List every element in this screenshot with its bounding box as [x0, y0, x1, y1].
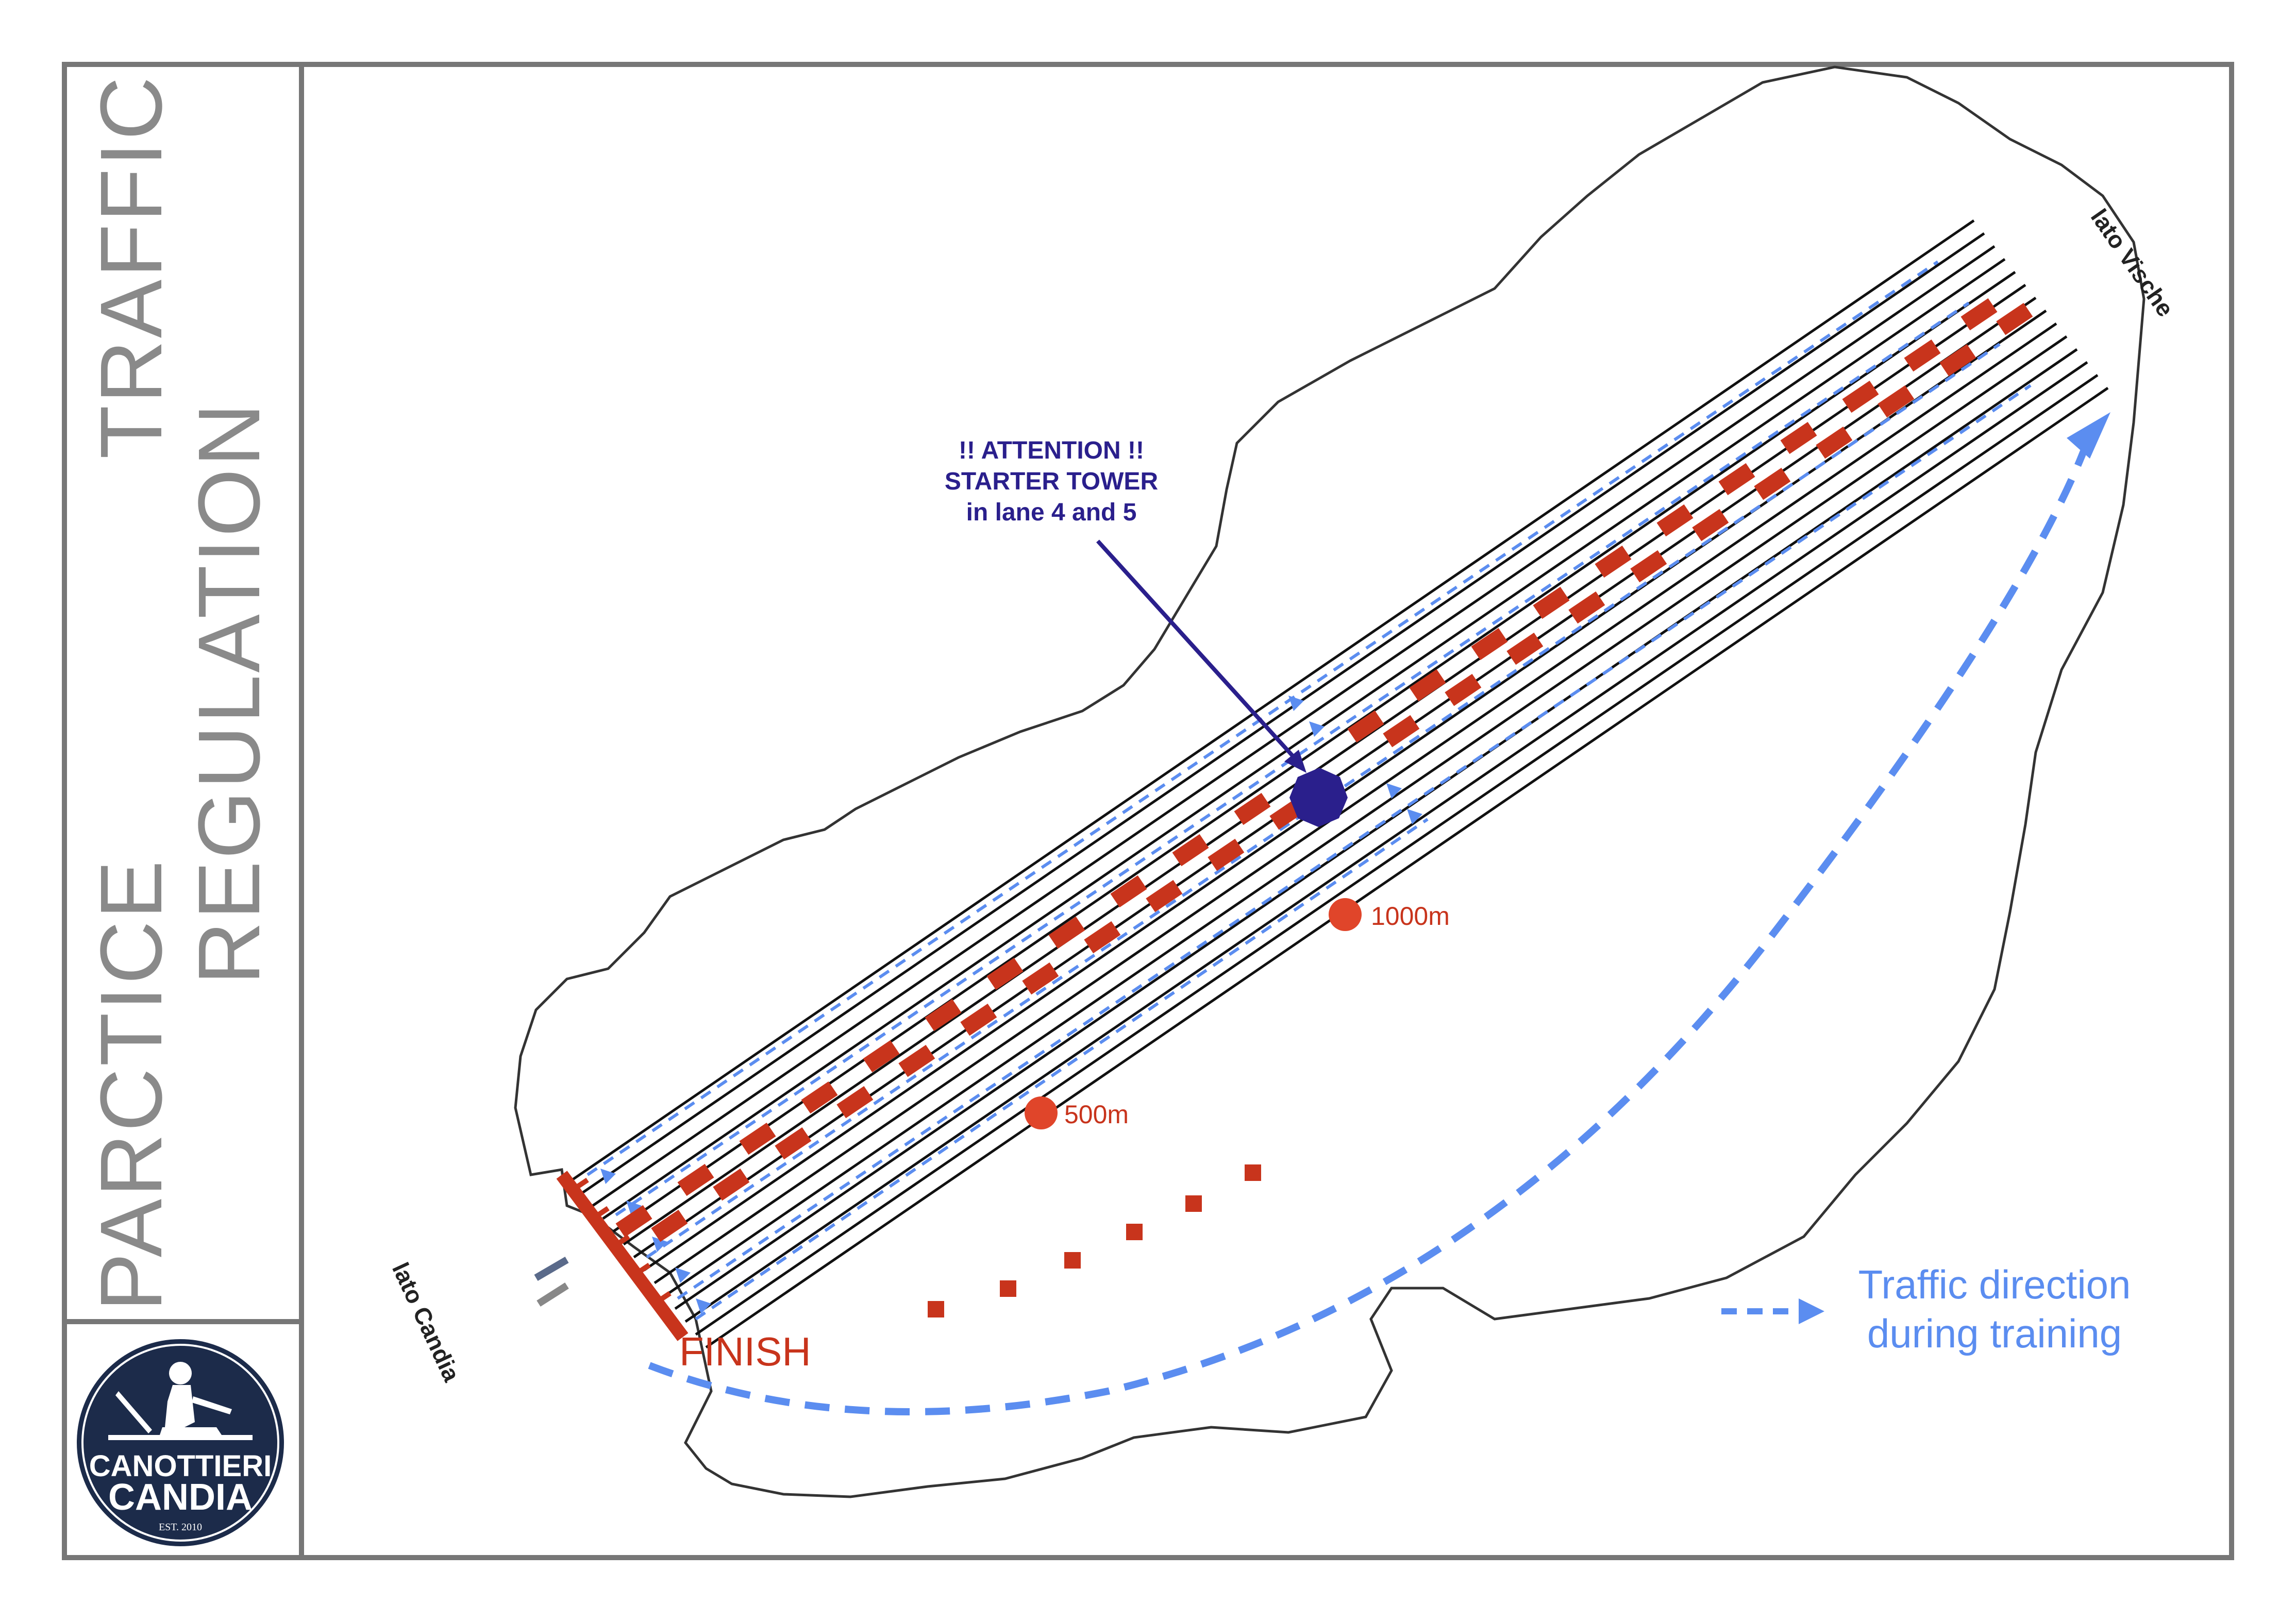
legend-arrowhead-icon	[1799, 1298, 1824, 1324]
return-arrowhead-icon	[2067, 412, 2110, 459]
lane-traffic-lines	[586, 260, 2032, 1321]
title-panel: PARCTICE TRAFFIC REGULATION	[62, 62, 299, 1324]
candia-side-label: lato Candia	[387, 1258, 465, 1386]
lane-buoys	[615, 298, 2033, 1242]
legend-line-2: during training	[1867, 1311, 2122, 1356]
marker-1000-buoy	[1329, 898, 1362, 931]
attention-line-3: in lane 4 and 5	[966, 499, 1137, 526]
legend: Traffic direction during training	[1721, 1262, 2131, 1356]
sidebar: PARCTICE TRAFFIC REGULATION CANOTTIERI C…	[62, 62, 304, 1560]
attention-arrow	[1096, 539, 1300, 764]
logo-name-top: CANOTTIERI	[89, 1449, 272, 1483]
return-path-buoys	[928, 1164, 1261, 1317]
starter-tower-icon	[1289, 768, 1348, 827]
logo-established: EST. 2010	[159, 1522, 202, 1533]
attention-line-2: STARTER TOWER	[945, 468, 1158, 495]
logo-name-bottom: CANDIA	[108, 1477, 253, 1518]
legend-line-1: Traffic direction	[1858, 1262, 2131, 1307]
rower-icon	[108, 1362, 253, 1440]
logo-panel: CANOTTIERI CANDIA EST. 2010	[62, 1324, 299, 1555]
finish-line	[556, 1171, 689, 1341]
vische-side-label: lato Vische	[2086, 204, 2179, 322]
marker-500-label: 500m	[1064, 1100, 1129, 1129]
lake-shoreline	[514, 65, 2146, 1498]
marker-500-buoy	[1025, 1096, 1058, 1129]
canottieri-candia-logo: CANOTTIERI CANDIA EST. 2010	[73, 1335, 288, 1550]
return-traffic-path	[648, 426, 2096, 1415]
finish-line-ticks	[571, 1177, 672, 1306]
pier-icon	[534, 1256, 569, 1307]
attention-line-1: !! ATTENTION !!	[959, 437, 1144, 464]
attention-arrowhead-icon	[1284, 750, 1306, 773]
finish-label: FINISH	[679, 1329, 811, 1374]
marker-1000-label: 1000m	[1371, 902, 1450, 931]
map-frame	[62, 62, 2234, 1560]
finish-arrowheads	[600, 696, 1422, 1314]
